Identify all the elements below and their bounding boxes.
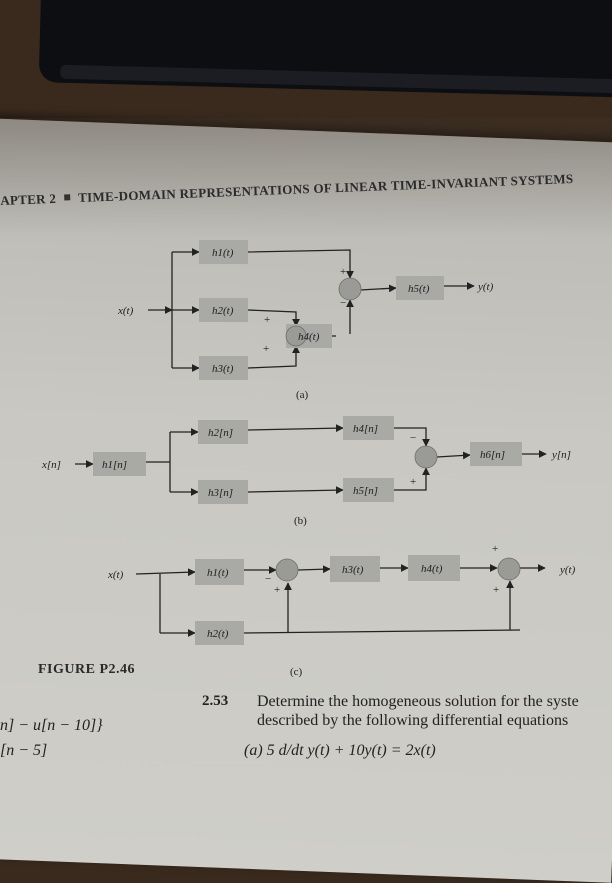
block-h3-b — [198, 480, 248, 504]
problem-text: Determine the homogeneous solution for t… — [257, 692, 579, 730]
sign-a-2: − — [340, 297, 346, 309]
label-h4-c: h4(t) — [421, 563, 443, 575]
diagram-c-label: (c) — [290, 666, 303, 678]
block-h1-b — [93, 452, 146, 476]
block-h5-a — [396, 276, 444, 300]
diagram-c — [135, 564, 546, 637]
label-h2-c: h2(t) — [207, 628, 229, 640]
figure-caption: FIGURE P2.46 — [38, 662, 135, 677]
problem-line-1: Determine the homogeneous solution for t… — [257, 693, 579, 710]
block-h3-c — [330, 556, 380, 582]
summing-junction-a2 — [338, 277, 362, 301]
label-h1-a: h1(t) — [212, 247, 234, 259]
label-h5-b: h5[n] — [353, 485, 378, 497]
label-h3-a: h3(t) — [212, 363, 234, 375]
label-h4-a: h4(t) — [298, 331, 320, 343]
block-h2-a — [199, 298, 248, 322]
diagram-b-label: (b) — [294, 515, 307, 527]
block-h1-c — [195, 559, 244, 585]
sign-b-2: + — [410, 476, 416, 488]
sign-a-3: + — [264, 314, 270, 326]
input-x-b: x[n] — [41, 459, 61, 471]
output-y-c: y(t) — [559, 564, 576, 576]
output-y-b: y[n] — [551, 449, 571, 461]
sign-a-1: + — [340, 266, 346, 278]
summing-junction-b — [414, 445, 438, 469]
block-h4-c — [408, 555, 460, 581]
sign-c-2: + — [274, 584, 280, 596]
label-h1-c: h1(t) — [207, 567, 229, 579]
label-h2-b: h2[n] — [208, 427, 233, 439]
sign-b-1: − — [410, 432, 416, 444]
sign-a-4: + — [263, 343, 269, 355]
summing-junction-a1 — [285, 325, 307, 347]
summing-junction-c2 — [497, 557, 521, 581]
left-fragment-2: [n − 5] — [0, 742, 48, 759]
block-diagrams: h1(t) h2(t) h3(t) h4(t) h5(t) x(t) y(t) … — [41, 240, 576, 678]
output-y-a: y(t) — [477, 281, 494, 293]
label-h5-a: h5(t) — [408, 283, 430, 295]
label-h4-b: h4[n] — [353, 423, 378, 435]
block-h6-b — [470, 442, 522, 466]
sign-c-3: + — [492, 543, 498, 555]
problem-number: 2.53 — [202, 693, 229, 709]
sign-c-4: + — [493, 584, 499, 596]
label-h3-c: h3(t) — [342, 564, 364, 576]
problem-line-2: described by the following differential … — [257, 712, 569, 729]
label-h6-b: h6[n] — [480, 449, 505, 461]
input-x-c: x(t) — [107, 569, 124, 581]
block-h2-b — [198, 420, 248, 444]
input-x-a: x(t) — [117, 305, 134, 317]
equation-a: (a) 5 d/dt y(t) + 10y(t) = 2x(t) — [244, 742, 436, 759]
label-h2-a: h2(t) — [212, 305, 234, 317]
left-fragment-1: n] − u[n − 10]} — [0, 717, 103, 734]
diagram-b — [75, 424, 547, 496]
label-h1-b: h1[n] — [102, 459, 127, 471]
summing-junction-c1 — [275, 558, 299, 582]
block-h3-a — [199, 356, 248, 380]
diagram-a — [148, 248, 475, 372]
diagram-a-label: (a) — [296, 389, 309, 401]
label-h3-b: h3[n] — [208, 487, 233, 499]
block-h1-a — [199, 240, 248, 264]
block-h2-c — [195, 621, 244, 645]
block-h4-b — [343, 416, 394, 440]
sign-c-1: − — [265, 573, 271, 585]
block-h5-b — [343, 478, 394, 502]
